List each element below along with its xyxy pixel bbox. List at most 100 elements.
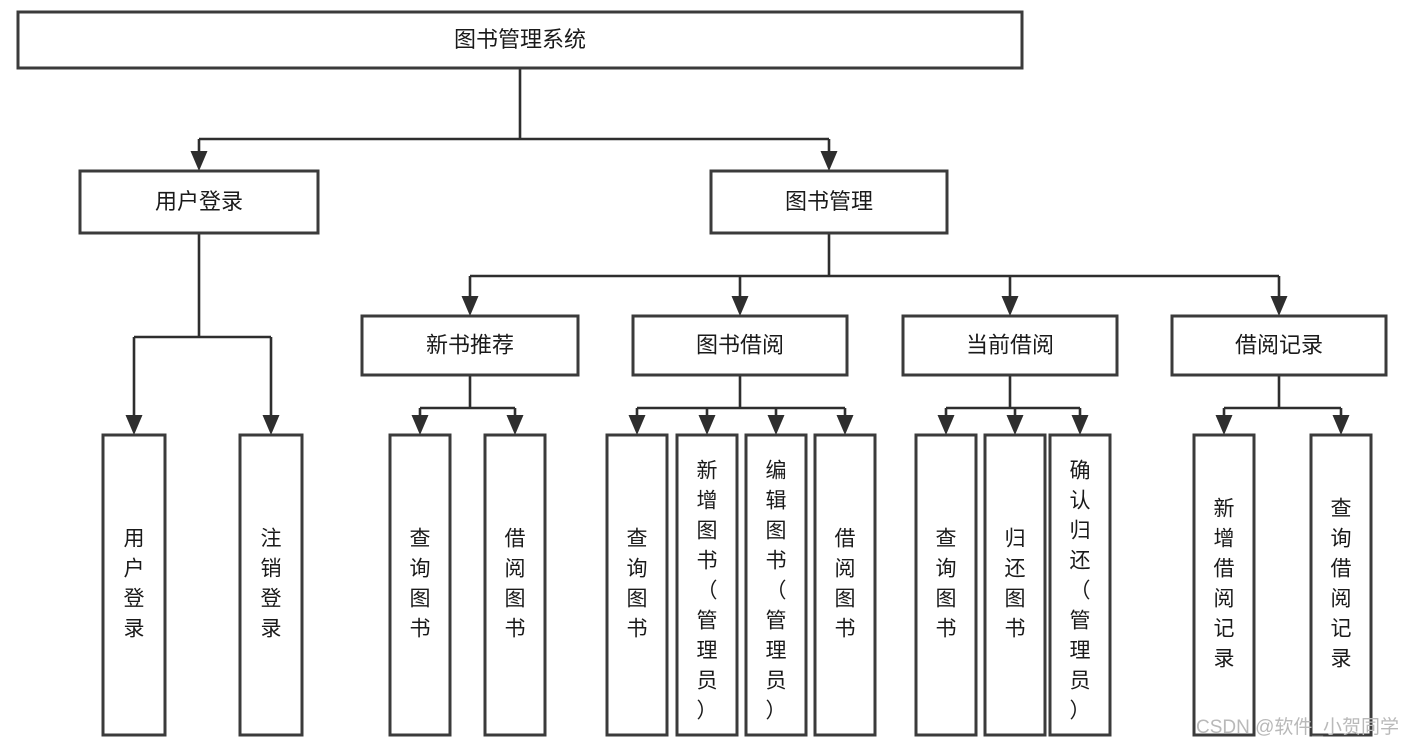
node-layer: 图书管理系统用户登录图书管理新书推荐图书借阅当前借阅借阅记录用户登录注销登录查询… xyxy=(16,10,1388,737)
arrow-head-icon xyxy=(820,151,838,171)
node-label: 查询图书 xyxy=(936,528,957,641)
node-borrow-record[interactable]: 借阅记录 xyxy=(1170,314,1388,377)
watermark-label: CSDN @软件_小贺同学 xyxy=(1196,716,1399,738)
node-box[interactable] xyxy=(388,433,452,737)
node-leaf-query-book-1[interactable]: 查询图书 xyxy=(388,433,452,737)
node-box[interactable] xyxy=(1170,314,1388,377)
arrow-head-icon xyxy=(1071,415,1089,435)
node-label: 注销登录 xyxy=(261,528,282,641)
node-label: 当前借阅 xyxy=(966,332,1054,357)
arrow-head-icon xyxy=(125,415,143,435)
node-box[interactable] xyxy=(360,314,580,377)
node-box[interactable] xyxy=(238,433,304,737)
arrow-leaf-logout xyxy=(262,337,280,435)
arrow-leaf-query-record xyxy=(1332,408,1350,435)
arrow-head-icon xyxy=(1006,415,1024,435)
node-label: 新书推荐 xyxy=(426,332,514,357)
arrow-head-icon xyxy=(461,296,479,316)
arrow-user-login xyxy=(190,139,208,171)
node-label: 用户登录 xyxy=(124,528,145,641)
arrow-new-book-rec xyxy=(461,276,479,316)
node-label: 图书管理系统 xyxy=(454,27,586,52)
node-box[interactable] xyxy=(1048,433,1112,737)
connector-bar-current-borrow xyxy=(946,375,1080,410)
arrow-book-manage xyxy=(820,139,838,171)
node-box[interactable] xyxy=(901,314,1119,377)
arrow-leaf-add-record xyxy=(1215,408,1233,435)
arrow-head-icon xyxy=(731,296,749,316)
node-label: 图书管理 xyxy=(785,189,873,214)
node-box[interactable] xyxy=(483,433,547,737)
node-leaf-add-record[interactable]: 新增借阅记录 xyxy=(1192,433,1256,737)
arrow-leaf-query-book-3 xyxy=(937,408,955,435)
node-leaf-borrow-book-1[interactable]: 借阅图书 xyxy=(483,433,547,737)
arrow-leaf-query-book-1 xyxy=(411,408,429,435)
node-box[interactable] xyxy=(1192,433,1256,737)
node-label: 用户登录 xyxy=(155,189,243,214)
node-label: 归还图书 xyxy=(1005,528,1026,641)
node-book-borrow[interactable]: 图书借阅 xyxy=(631,314,849,377)
node-box[interactable] xyxy=(744,433,808,737)
node-leaf-query-book-3[interactable]: 查询图书 xyxy=(914,433,978,737)
node-label: 新增借阅记录 xyxy=(1214,498,1235,671)
node-box[interactable] xyxy=(675,433,739,737)
arrow-leaf-confirm-return xyxy=(1071,408,1089,435)
arrow-head-icon xyxy=(1001,296,1019,316)
connector-bar-borrow-record xyxy=(1224,375,1341,410)
connector-bar-book-borrow xyxy=(637,375,845,410)
node-leaf-user-login[interactable]: 用户登录 xyxy=(101,433,167,737)
connector-bar-new-book-rec xyxy=(420,375,515,410)
arrow-head-icon xyxy=(767,415,785,435)
node-leaf-return-book[interactable]: 归还图书 xyxy=(983,433,1047,737)
node-leaf-confirm-return[interactable]: 确认归还（管理员） xyxy=(1048,433,1112,737)
node-label: 借阅记录 xyxy=(1235,332,1323,357)
node-box[interactable] xyxy=(605,433,669,737)
arrow-head-icon xyxy=(190,151,208,171)
node-leaf-query-book-2[interactable]: 查询图书 xyxy=(605,433,669,737)
node-root[interactable]: 图书管理系统 xyxy=(16,10,1024,70)
arrow-head-icon xyxy=(1332,415,1350,435)
node-box[interactable] xyxy=(813,433,877,737)
arrow-leaf-borrow-book-1 xyxy=(506,408,524,435)
node-user-login[interactable]: 用户登录 xyxy=(78,169,320,235)
connector-bar-root xyxy=(199,68,829,141)
node-new-book-rec[interactable]: 新书推荐 xyxy=(360,314,580,377)
arrow-head-icon xyxy=(1215,415,1233,435)
arrow-head-icon xyxy=(262,415,280,435)
arrow-leaf-query-book-2 xyxy=(628,408,646,435)
arrow-head-icon xyxy=(836,415,854,435)
arrow-head-icon xyxy=(628,415,646,435)
node-box[interactable] xyxy=(1309,433,1373,737)
node-label: 查询图书 xyxy=(627,528,648,641)
node-label: 查询图书 xyxy=(410,528,431,641)
node-label: 新增图书（管理员） xyxy=(697,460,718,723)
node-current-borrow[interactable]: 当前借阅 xyxy=(901,314,1119,377)
arrow-current-borrow xyxy=(1001,276,1019,316)
node-box[interactable] xyxy=(914,433,978,737)
node-box[interactable] xyxy=(101,433,167,737)
node-book-manage[interactable]: 图书管理 xyxy=(709,169,949,235)
node-leaf-borrow-book-2[interactable]: 借阅图书 xyxy=(813,433,877,737)
node-leaf-logout[interactable]: 注销登录 xyxy=(238,433,304,737)
node-leaf-edit-book[interactable]: 编辑图书（管理员） xyxy=(744,433,808,737)
connector-bar-user-login xyxy=(134,233,271,339)
node-box[interactable] xyxy=(631,314,849,377)
arrow-head-icon xyxy=(506,415,524,435)
arrow-layer xyxy=(125,139,1350,435)
arrow-head-icon xyxy=(937,415,955,435)
node-label: 借阅图书 xyxy=(835,528,856,641)
node-leaf-query-record[interactable]: 查询借阅记录 xyxy=(1309,433,1373,737)
arrow-head-icon xyxy=(1270,296,1288,316)
node-box[interactable] xyxy=(16,10,1024,70)
connector-layer xyxy=(134,68,1341,410)
connector-bar-book-manage xyxy=(470,233,1279,278)
node-box[interactable] xyxy=(78,169,320,235)
node-label: 确认归还（管理员） xyxy=(1070,460,1091,723)
node-box[interactable] xyxy=(983,433,1047,737)
arrow-leaf-borrow-book-2 xyxy=(836,408,854,435)
node-leaf-add-book[interactable]: 新增图书（管理员） xyxy=(675,433,739,737)
arrow-leaf-return-book xyxy=(1006,408,1024,435)
node-box[interactable] xyxy=(709,169,949,235)
